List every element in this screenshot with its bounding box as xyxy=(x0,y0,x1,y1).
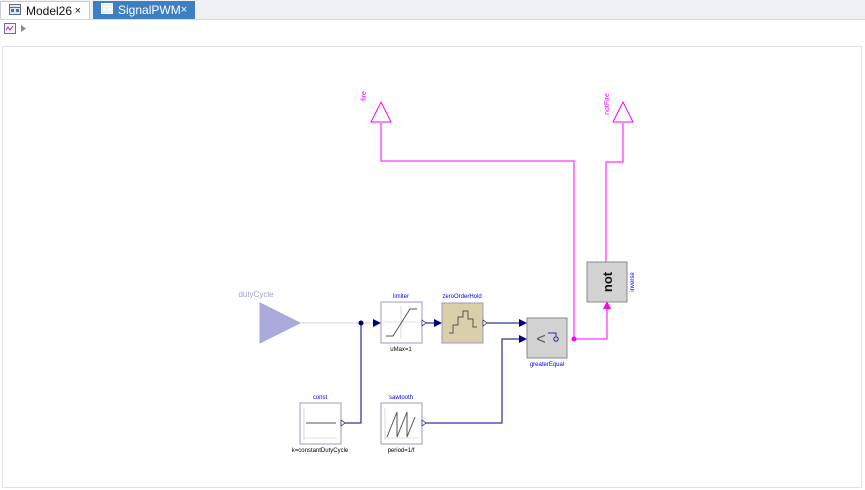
const-param: k=constantDutyCycle xyxy=(292,448,349,454)
notfire-label: notFire xyxy=(604,93,611,115)
arrow-head xyxy=(603,301,611,309)
inverse-label: inverse xyxy=(630,272,636,292)
input-port xyxy=(373,319,381,327)
expand-arrow-icon[interactable] xyxy=(20,21,28,39)
model-icon xyxy=(9,3,21,18)
input-port xyxy=(519,319,527,327)
connection-sawtooth-compare xyxy=(423,338,521,424)
limiter-param: uMax=1 xyxy=(390,347,412,353)
toolbar xyxy=(0,20,865,34)
fire-output[interactable]: fire xyxy=(361,91,392,123)
tab-label: Model26 xyxy=(26,3,73,18)
connection-compare-not xyxy=(574,309,608,340)
connection-const-limiter xyxy=(342,323,362,424)
junction-dot xyxy=(571,336,577,342)
model-icon xyxy=(101,3,113,17)
dutycycle-block[interactable]: dutyCycle xyxy=(238,290,302,344)
output-port xyxy=(421,419,427,427)
junction-dot xyxy=(358,320,364,326)
connection-not-notfire xyxy=(605,123,624,262)
const-block[interactable]: const k=constantDutyCycle xyxy=(292,395,349,454)
input-port xyxy=(519,335,527,343)
zeroorderhold-label: zeroOrderHold xyxy=(442,294,481,300)
connection-compare-fire xyxy=(380,123,575,339)
tab-signalpwm[interactable]: SignalPWM × xyxy=(93,1,195,19)
limiter-block[interactable]: limiter uMax=1 xyxy=(373,294,427,353)
greaterequal-block[interactable]: < greaterEqual xyxy=(519,317,568,368)
inverse-symbol: not xyxy=(600,271,615,292)
sawtooth-param: period=1/f xyxy=(388,448,415,454)
close-icon[interactable]: × xyxy=(180,4,188,16)
greaterequal-symbol: < xyxy=(536,331,545,348)
diagram-view-icon[interactable] xyxy=(4,21,16,39)
tab-model26[interactable]: Model26 × xyxy=(0,1,90,19)
inverse-block[interactable]: not inverse xyxy=(586,261,636,303)
connections xyxy=(300,123,624,424)
output-port xyxy=(482,319,488,327)
output-port xyxy=(421,319,427,327)
zeroorderhold-block[interactable]: zeroOrderHold xyxy=(434,294,488,344)
sawtooth-label: sawtooth xyxy=(389,395,413,401)
limiter-label: limiter xyxy=(393,294,409,300)
fire-label: fire xyxy=(361,91,368,101)
tab-label: SignalPWM xyxy=(118,3,181,17)
notfire-output[interactable]: notFire xyxy=(604,93,634,123)
greaterequal-label: greaterEqual xyxy=(530,362,564,368)
input-port xyxy=(434,319,442,327)
const-label: const xyxy=(313,395,328,401)
close-icon[interactable]: × xyxy=(74,4,81,17)
output-port xyxy=(340,419,346,427)
tab-bar: Model26 × SignalPWM × xyxy=(0,0,865,20)
dutycycle-label: dutyCycle xyxy=(238,290,274,299)
sawtooth-block[interactable]: sawtooth period=1/f xyxy=(380,395,427,454)
